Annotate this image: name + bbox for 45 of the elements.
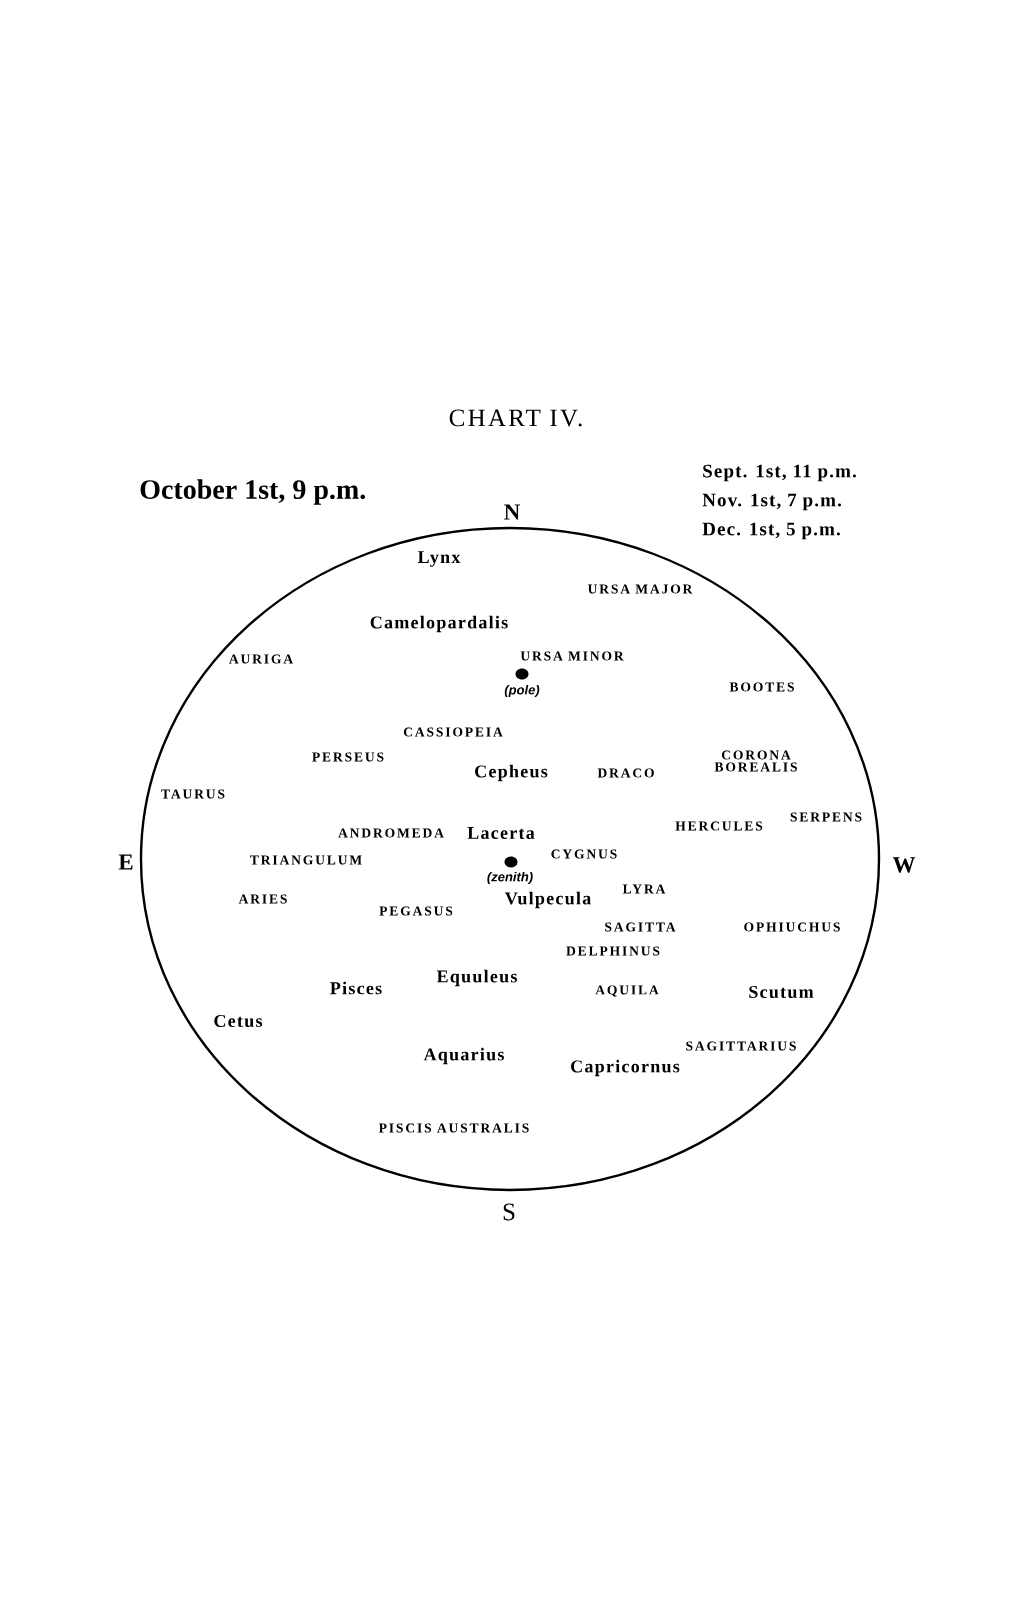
constellation-name: Aquarius bbox=[423, 1047, 504, 1065]
constellation-name: URSA MINOR bbox=[520, 651, 624, 661]
constellation-name: URSA MAJOR bbox=[587, 584, 693, 594]
constellation-name: Cetus bbox=[214, 1014, 263, 1028]
constellation-name: SAGITTARIUS bbox=[686, 1041, 796, 1051]
constellation-name: SAGITTA bbox=[605, 922, 676, 932]
constellation-name: AQUILA bbox=[595, 985, 659, 997]
date-note: Nov. 1st, 7 p.m. bbox=[702, 493, 842, 511]
constellation-name: TRIANGULUM bbox=[250, 855, 362, 865]
constellation-name: CORONA BOREALIS bbox=[714, 750, 797, 772]
constellation-name: LYRA bbox=[622, 884, 666, 894]
date-note: Dec. 1st, 5 p.m. bbox=[702, 522, 840, 540]
constellation-name: CASSIOPEIA bbox=[403, 727, 503, 737]
chart-title: CHART IV. bbox=[449, 409, 582, 427]
constellation-name: Pisces bbox=[330, 981, 382, 995]
constellation-name: Camelopardalis bbox=[370, 615, 508, 633]
constellation-name: ANDROMEDA bbox=[338, 828, 444, 838]
constellation-name: TAURUS bbox=[161, 789, 225, 799]
constellation-name: OPHIUCHUS bbox=[744, 922, 840, 932]
constellation-name: Cepheus bbox=[475, 764, 548, 782]
constellation-name: Vulpecula bbox=[505, 891, 591, 909]
constellation-name: Lacerta bbox=[467, 827, 535, 839]
compass-letter: W bbox=[892, 857, 916, 873]
constellation-name: ARIES bbox=[238, 894, 287, 904]
compass-letter: N bbox=[504, 504, 520, 520]
constellation-name: DRACO bbox=[597, 768, 654, 778]
constellation-name: PERSEUS bbox=[312, 752, 384, 762]
constellation-name: CYGNUS bbox=[551, 849, 617, 859]
constellation-name: Capricornus bbox=[571, 1059, 680, 1077]
constellation-name: AURIGA bbox=[229, 654, 293, 664]
marker-note: (zenith) bbox=[487, 871, 533, 885]
marker-note: (pole) bbox=[504, 684, 540, 698]
compass-letter: S bbox=[503, 1203, 515, 1221]
date-note: Sept. 1st, 11 p.m. bbox=[703, 464, 856, 482]
constellation-name: DELPHINUS bbox=[566, 946, 660, 956]
constellation-name: PISCIS AUSTRALIS bbox=[378, 1123, 529, 1133]
constellation-name: PEGASUS bbox=[379, 906, 453, 916]
compass-letter: E bbox=[118, 854, 133, 870]
constellation-name: Lynx bbox=[417, 551, 461, 567]
constellation-name: SERPENS bbox=[790, 812, 862, 822]
constellation-name: HERCULES bbox=[675, 821, 763, 831]
date-heading: October 1st, 9 p.m. bbox=[140, 479, 366, 505]
constellation-name: BOOTES bbox=[729, 682, 794, 692]
constellation-name: Scutum bbox=[749, 985, 814, 999]
constellation-name: Equuleus bbox=[436, 969, 517, 987]
